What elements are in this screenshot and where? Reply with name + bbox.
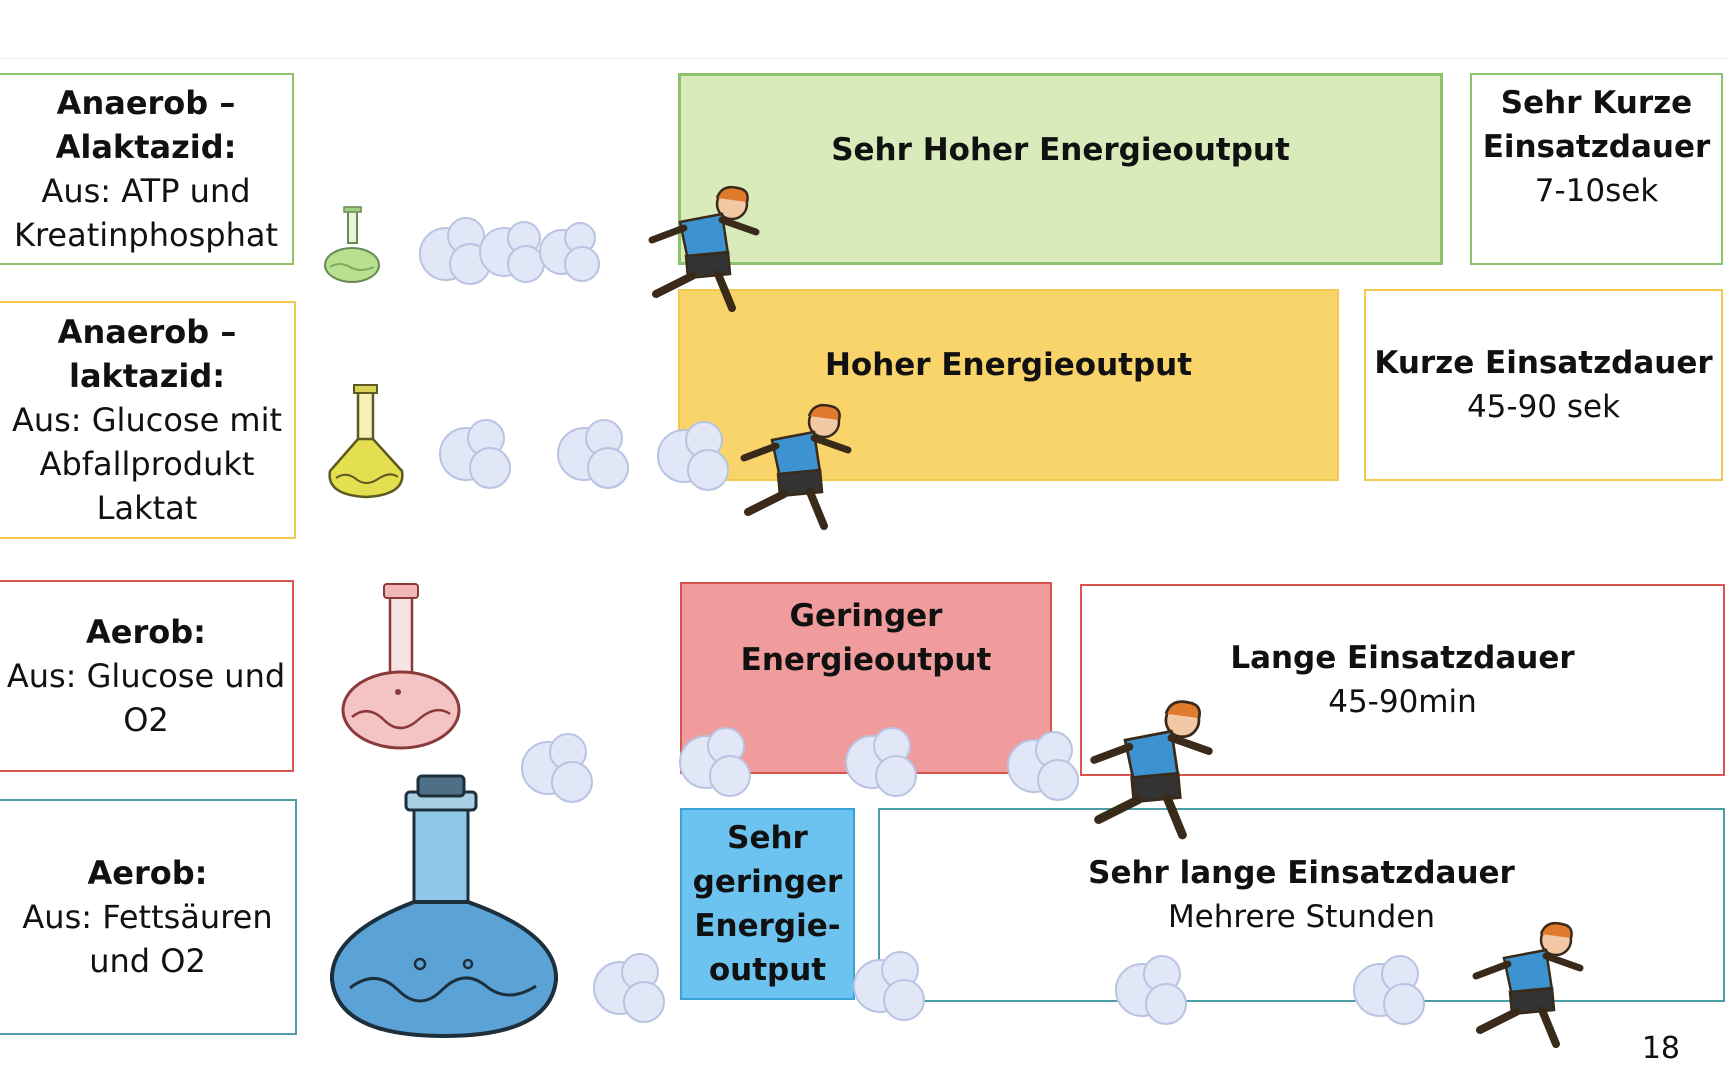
exhaust-cloud-icon xyxy=(657,421,729,491)
row3-label-text: Aus: Glucose und O2 xyxy=(6,657,286,739)
flask-icon xyxy=(328,384,404,499)
row3-duration-value: 45-90min xyxy=(1328,684,1477,720)
row3-label-bold: Aerob: xyxy=(86,613,206,651)
row4-duration-value: Mehrere Stunden xyxy=(1167,899,1436,935)
row1-label-text: Aus: ATP und Kreatinphosphat xyxy=(13,172,279,254)
page-number: 18 xyxy=(1641,1031,1680,1066)
exhaust-cloud-icon xyxy=(521,733,593,803)
exhaust-cloud-icon xyxy=(853,951,925,1021)
row2-duration-box: Kurze Einsatzdauer 45-90 sek xyxy=(1364,289,1723,481)
row2-label-box: Anaerob – laktazid: Aus: Glucose mit Abf… xyxy=(0,301,296,539)
exhaust-cloud-icon xyxy=(419,217,600,285)
running-boy-icon xyxy=(648,185,760,312)
exhaust-cloud-icon xyxy=(1115,955,1187,1025)
row1-duration-value: 7-10sek xyxy=(1534,173,1659,209)
flask-icon xyxy=(329,774,559,1039)
top-divider xyxy=(0,58,1728,59)
row3-duration-box: Lange Einsatzdauer 45-90min xyxy=(1080,584,1725,776)
row4-energy-text: Sehr geringer Energie-output xyxy=(692,820,843,988)
row4-duration-box: Sehr lange Einsatzdauer Mehrere Stunden xyxy=(878,808,1725,1002)
row4-energy-box: Sehr geringer Energie-output xyxy=(680,808,855,1000)
row1-energy-box: Sehr Hoher Energieoutput xyxy=(678,73,1443,265)
row4-duration-title: Sehr lange Einsatzdauer xyxy=(1088,855,1515,891)
exhaust-cloud-icon xyxy=(1353,955,1425,1025)
flask-icon xyxy=(324,206,380,283)
flask-icon xyxy=(341,583,461,750)
row2-label-bold: Anaerob – laktazid: xyxy=(57,313,237,395)
row2-energy-text: Hoher Energieoutput xyxy=(824,347,1193,383)
running-boy-icon xyxy=(1472,921,1584,1048)
exhaust-cloud-icon xyxy=(845,727,917,797)
exhaust-cloud-icon xyxy=(1007,731,1079,801)
row4-label-bold: Aerob: xyxy=(87,854,208,892)
row1-duration-box: Sehr Kurze Einsatzdauer 7-10sek xyxy=(1470,73,1723,265)
row3-energy-text: Geringer Energieoutput xyxy=(740,598,992,678)
exhaust-cloud-icon xyxy=(557,419,629,489)
row4-label-box: Aerob: Aus: Fettsäuren und O2 xyxy=(0,799,297,1035)
exhaust-cloud-icon xyxy=(679,727,751,797)
row1-label-bold: Anaerob – Alaktazid: xyxy=(55,84,237,166)
row2-duration-value: 45-90 sek xyxy=(1466,389,1621,425)
running-boy-icon xyxy=(740,403,852,530)
row4-label-text: Aus: Fettsäuren und O2 xyxy=(22,898,273,980)
row1-energy-text: Sehr Hoher Energieoutput xyxy=(831,132,1290,168)
row1-label-box: Anaerob – Alaktazid: Aus: ATP und Kreati… xyxy=(0,73,294,265)
row3-duration-title: Lange Einsatzdauer xyxy=(1230,640,1575,676)
row2-duration-title: Kurze Einsatzdauer xyxy=(1374,345,1713,381)
row2-label-text: Aus: Glucose mit Abfallprodukt Laktat xyxy=(11,401,283,527)
row3-label-box: Aerob: Aus: Glucose und O2 xyxy=(0,580,294,772)
exhaust-cloud-icon xyxy=(593,953,665,1023)
running-boy-icon xyxy=(1090,700,1213,840)
row1-duration-title: Sehr Kurze Einsatzdauer xyxy=(1482,85,1711,165)
exhaust-cloud-icon xyxy=(439,419,511,489)
